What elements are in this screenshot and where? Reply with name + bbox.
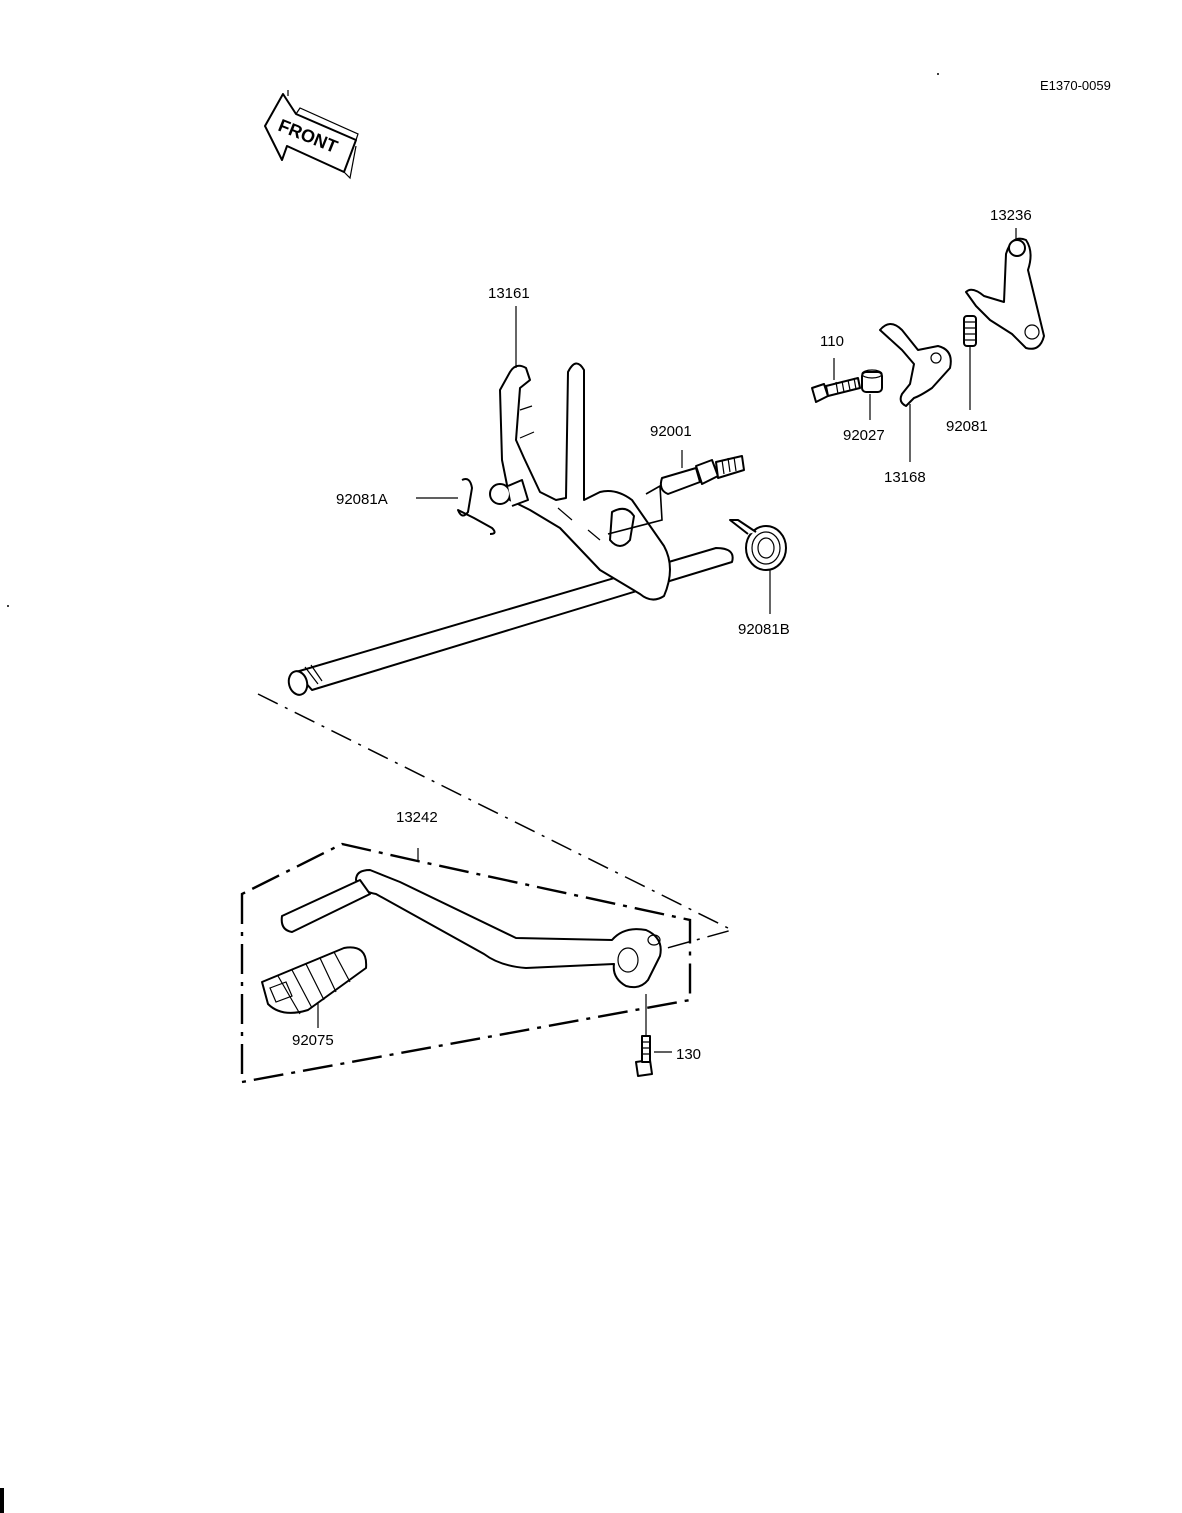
label-130: 130 (676, 1046, 701, 1063)
bolt-130 (635, 1035, 672, 1077)
label-13236: 13236 (990, 207, 1032, 224)
label-92081A: 92081A (336, 491, 388, 508)
label-92081B: 92081B (738, 621, 790, 638)
label-92001: 92001 (650, 423, 692, 440)
label-92081: 92081 (946, 418, 988, 435)
collar-92027 (861, 369, 883, 420)
assembly-box (240, 842, 692, 1084)
leader-92001 (607, 484, 663, 535)
assembly-leader-line (257, 693, 735, 951)
shift-pedal-13242 (280, 848, 662, 1036)
speck (937, 73, 939, 75)
edge-mark (0, 1488, 4, 1513)
label-92027: 92027 (843, 427, 885, 444)
label-13242: 13242 (396, 809, 438, 826)
label-110: 110 (820, 333, 844, 350)
lever-13168 (879, 323, 952, 462)
shift-arm-13161 (489, 362, 671, 601)
speck (7, 605, 9, 607)
label-92075: 92075 (292, 1032, 334, 1049)
label-13161: 13161 (488, 285, 530, 302)
bolt-110 (811, 358, 861, 403)
spring-92081A (416, 478, 496, 535)
plate-13236 (965, 228, 1045, 350)
pin-92001 (659, 450, 745, 495)
diagram-reference-code: E1370-0059 (1040, 78, 1111, 93)
rubber-92075 (261, 946, 368, 1028)
spring-92081B (729, 519, 787, 614)
spring-92081 (963, 315, 977, 410)
label-13168: 13168 (884, 469, 926, 486)
front-arrow-icon: FRONT (264, 90, 359, 180)
